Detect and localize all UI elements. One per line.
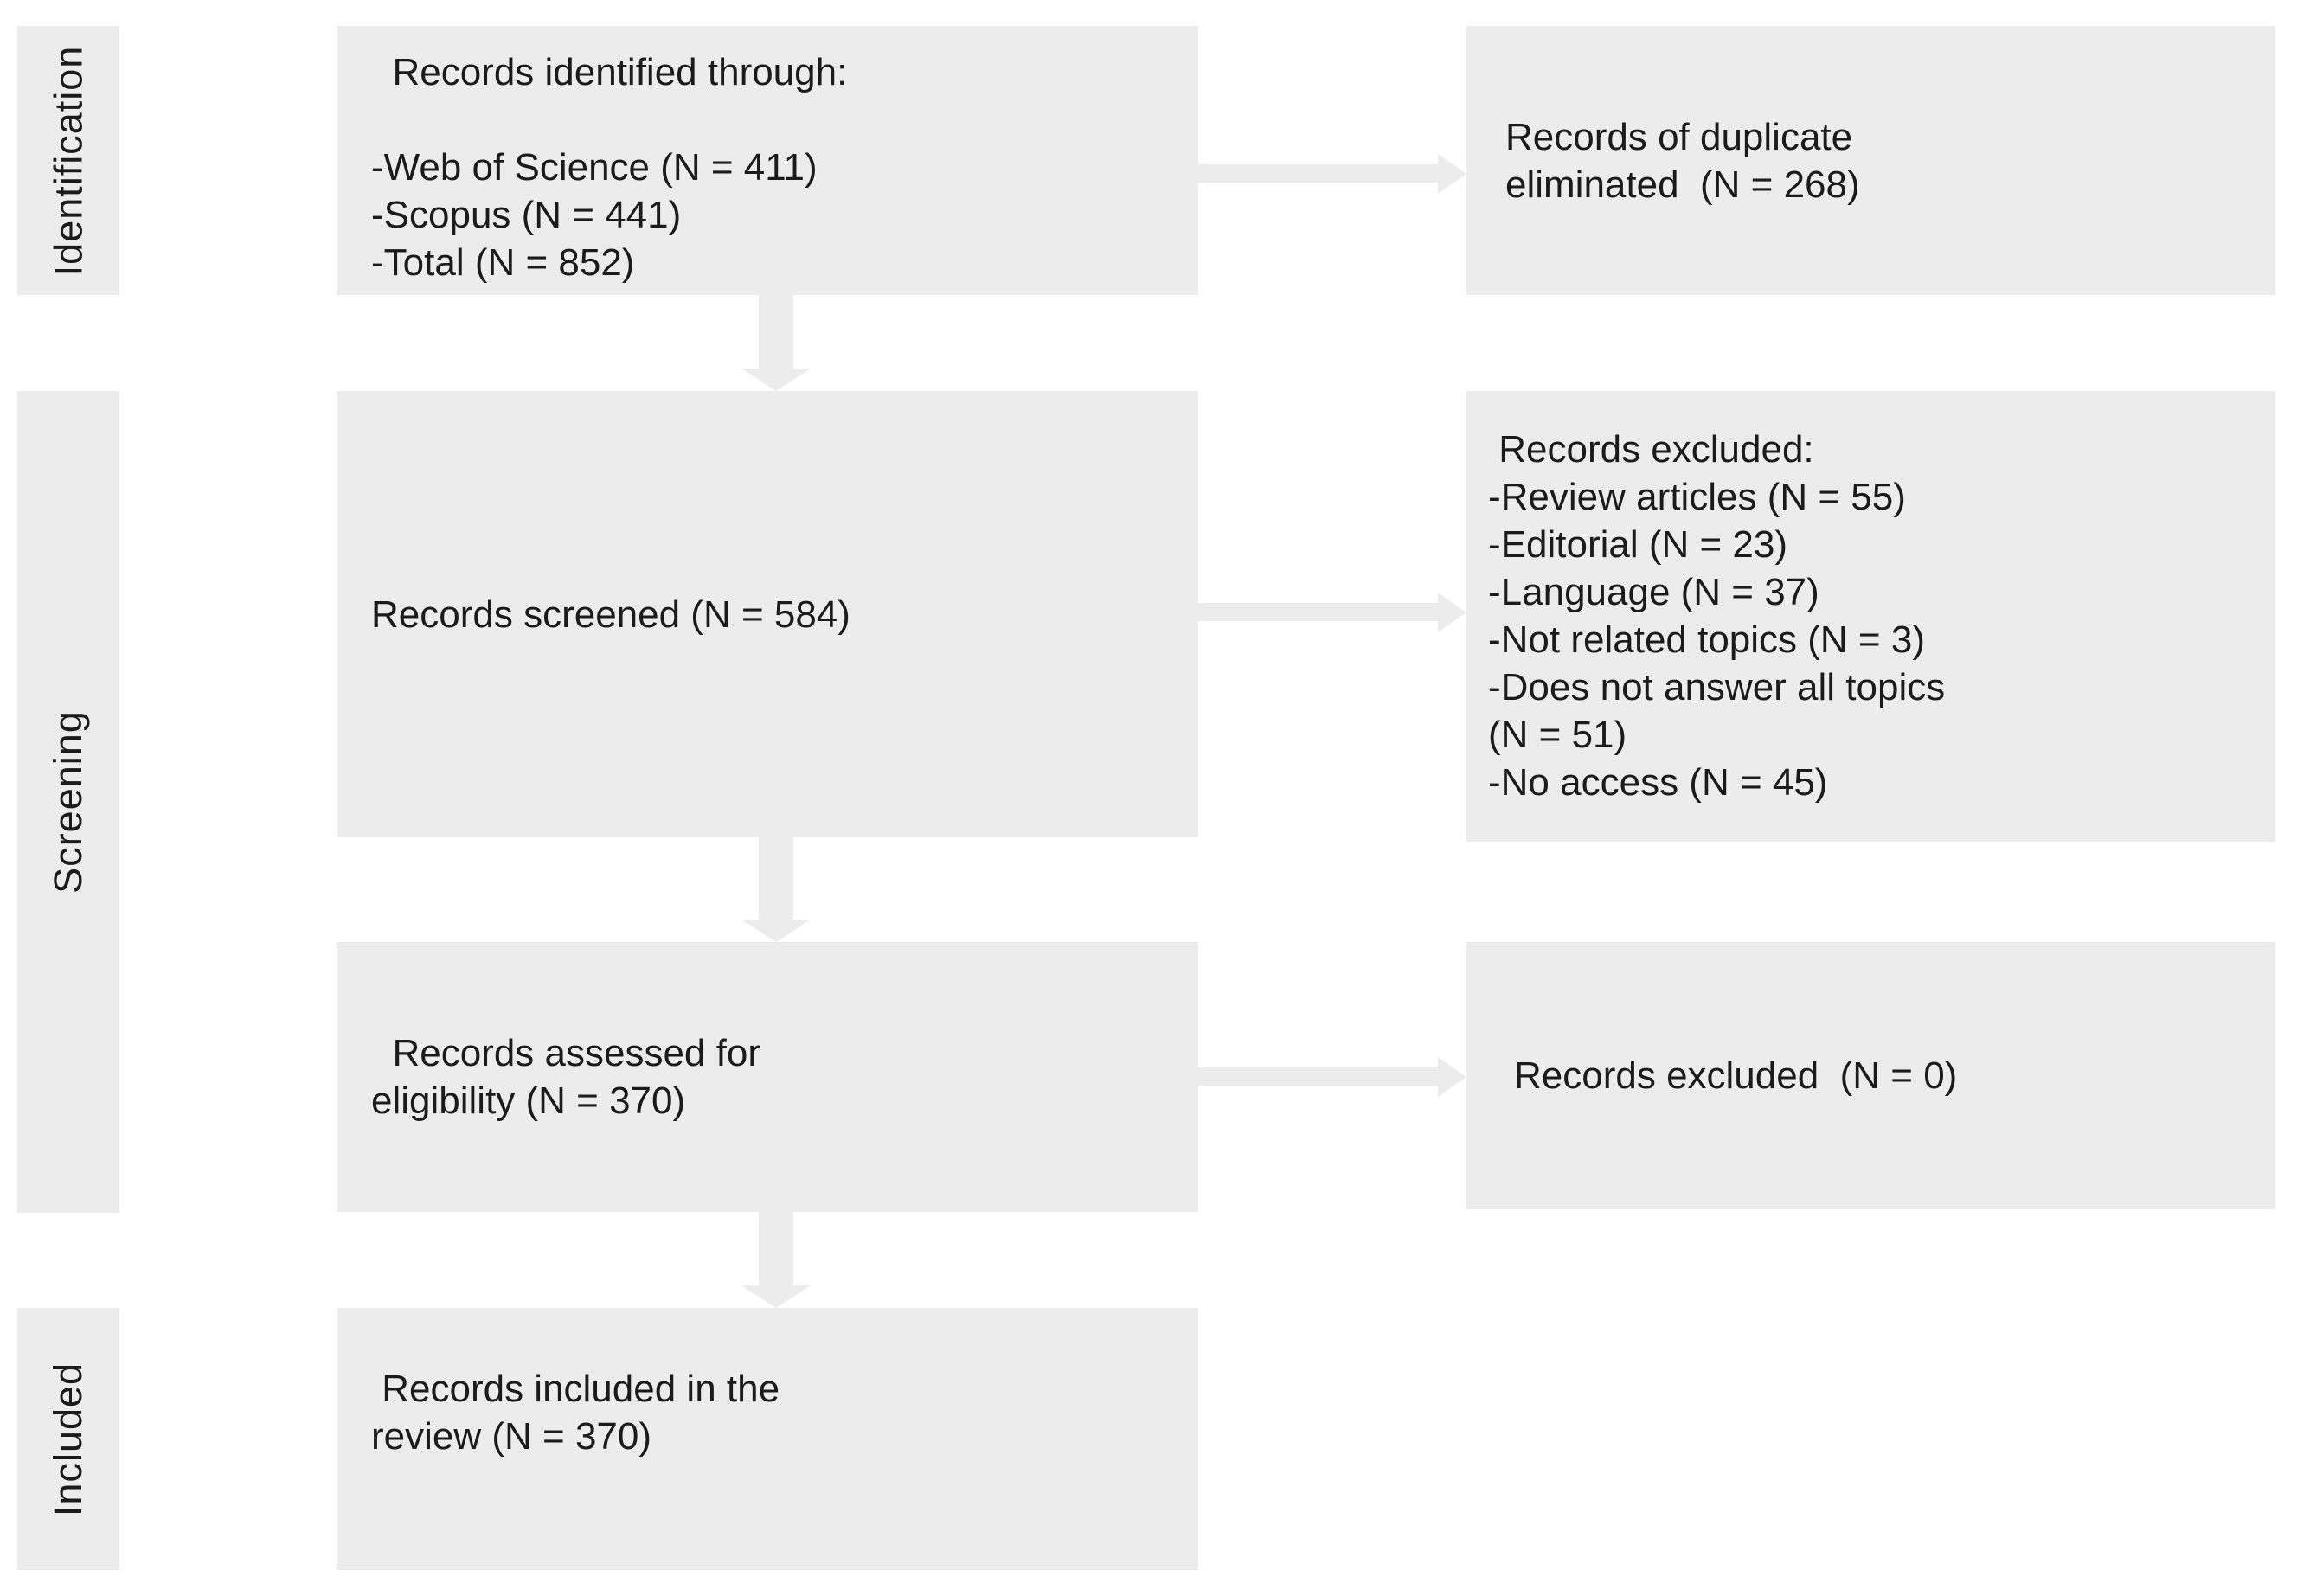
box-records-excluded-screening: Records excluded: -Review articles (N = … <box>1466 391 2275 842</box>
box-text: Records excluded: -Review articles (N = … <box>1488 428 1946 804</box>
right-arrow-head-icon <box>1438 593 1466 632</box>
down-arrow-head-icon <box>741 1285 811 1308</box>
stage-label-included: Included <box>46 1362 91 1516</box>
stage-label-screening: Screening <box>46 710 91 894</box>
down-arrow-shaft <box>759 295 793 372</box>
box-text: Records included in the review (N = 370) <box>371 1367 780 1458</box>
box-text: Records assessed for eligibility (N = 37… <box>371 1032 760 1122</box>
box-records-included: Records included in the review (N = 370) <box>337 1308 1198 1570</box>
box-records-assessed: Records assessed for eligibility (N = 37… <box>337 942 1198 1212</box>
down-arrow-shaft <box>759 1212 793 1285</box>
box-text: Records excluded (N = 0) <box>1514 1054 1958 1097</box>
down-arrow-head-icon <box>741 369 811 391</box>
down-arrow-shaft <box>759 837 793 920</box>
box-text: Records identified through: -Web of Scie… <box>371 51 848 284</box>
right-arrow-head-icon <box>1438 154 1466 194</box>
box-records-identified: Records identified through: -Web of Scie… <box>337 26 1198 295</box>
right-arrow-shaft <box>1198 164 1438 183</box>
right-arrow-shaft <box>1198 1067 1438 1086</box>
box-records-screened: Records screened (N = 584) <box>337 391 1198 837</box>
right-arrow-head-icon <box>1438 1057 1466 1097</box>
box-text: Records screened (N = 584) <box>371 593 850 636</box>
box-text: Records of duplicate eliminated (N = 268… <box>1505 115 1860 206</box>
down-arrow-head-icon <box>741 920 811 942</box>
stage-strip-identification: Identification <box>17 26 119 295</box>
box-records-excluded-eligibility: Records excluded (N = 0) <box>1466 942 2275 1209</box>
stage-strip-included: Included <box>17 1308 119 1570</box>
stage-label-identification: Identification <box>46 45 91 276</box>
right-arrow-shaft <box>1198 603 1438 621</box>
box-duplicates-eliminated: Records of duplicate eliminated (N = 268… <box>1466 26 2275 295</box>
stage-strip-screening: Screening <box>17 391 119 1213</box>
